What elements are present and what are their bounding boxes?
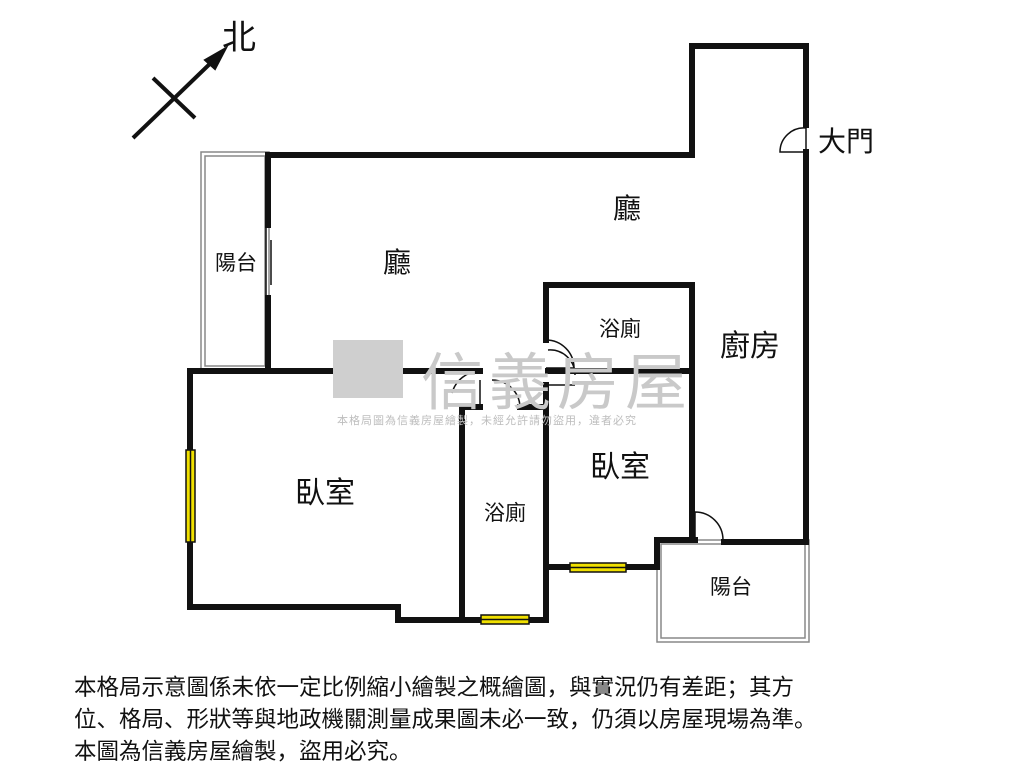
bedroom-left-door-swing [451, 370, 481, 394]
bath-lower-door-swing [479, 379, 521, 408]
bedroom-right-door-swing [547, 349, 576, 386]
watermark-brand: 信義房屋 [421, 346, 694, 419]
room-label-bedroom-left: 臥室 [295, 476, 355, 511]
balcony-sliding-door [265, 225, 272, 298]
room-label-bedroom-right: 臥室 [590, 450, 650, 485]
room-label-living-left: 廳 [382, 246, 412, 279]
room-label-balcony-left: 陽台 [215, 251, 257, 275]
room-label-living-right: 廳 [612, 192, 642, 225]
disclaimer: 本格局示意圖係未依一定比例縮小繪製之概繪圖，與實況仍有差距；其方 位、格局、形狀… [74, 672, 974, 768]
room-label-balcony-right: 陽台 [710, 575, 752, 599]
north-arrow-icon [131, 45, 229, 140]
entrance-door-swing [779, 127, 807, 153]
room-label-bath-upper: 浴廁 [599, 317, 641, 341]
room-label-kitchen: 廚房 [720, 329, 780, 364]
room-label-bath-lower: 浴廁 [484, 501, 526, 525]
watermark: 信義房屋 本格局圖為信義房屋繪製，未經允許請勿盜用，違者必究 [333, 336, 693, 436]
windows [185, 449, 627, 625]
watermark-logo-icon [333, 340, 403, 398]
disclaimer-line-1: 本格局示意圖係未依一定比例縮小繪製之概繪圖，與實況仍有差距；其方 [74, 675, 795, 701]
watermark-notice: 本格局圖為信義房屋繪製，未經允許請勿盜用，違者必究 [337, 415, 637, 427]
disclaimer-line-3: 本圖為信義房屋繪製，盜用必究。 [74, 739, 412, 765]
balcony-right-door-swing [694, 511, 724, 541]
door-swings [451, 127, 807, 541]
disclaimer-line-2: 位、格局、形狀等與地政機關測量成果圖未必一致，仍須以房屋現場為準。 [74, 707, 817, 733]
entrance-label: 大門 [818, 125, 875, 158]
north-label: 北 [222, 18, 256, 58]
